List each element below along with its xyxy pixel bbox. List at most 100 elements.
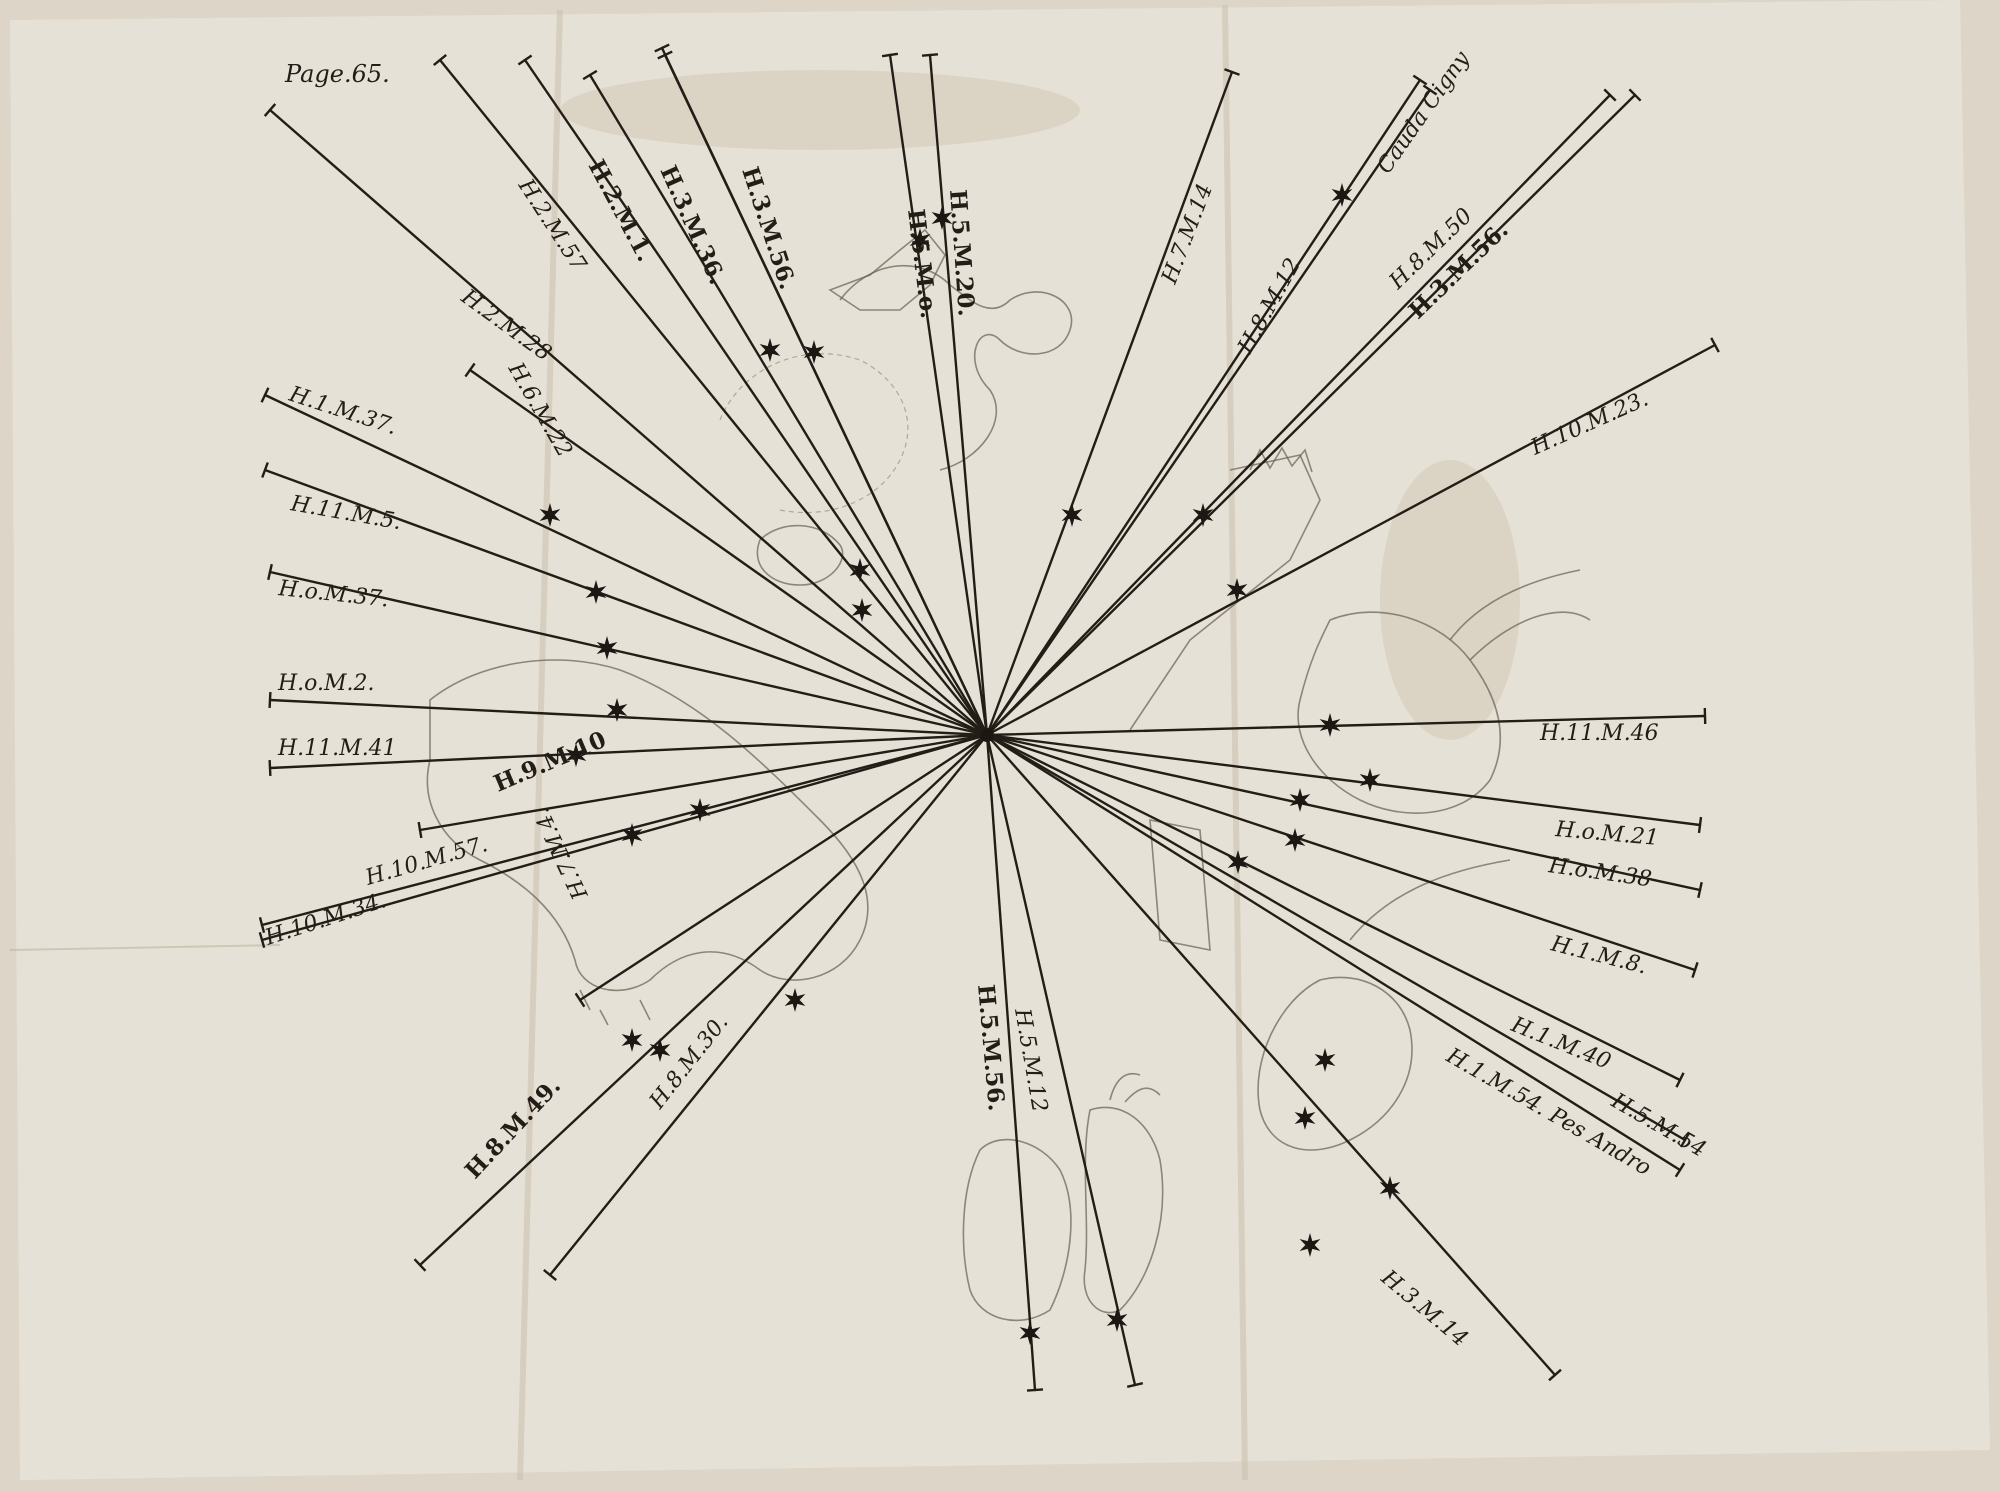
star-icon	[931, 206, 953, 230]
star-icon	[784, 988, 806, 1012]
star-icon	[849, 558, 871, 582]
ray-end-tick	[268, 691, 272, 709]
cepheus-crown	[1249, 446, 1313, 473]
ray-end-tick	[258, 916, 266, 934]
star-icon	[689, 798, 711, 822]
ray-end-tick	[258, 931, 266, 949]
ray-end-tick	[1675, 1072, 1685, 1088]
ray-end-tick	[517, 54, 533, 66]
hour-ray	[985, 733, 1682, 1172]
hour-ray	[928, 53, 989, 737]
dragon-head	[828, 228, 946, 311]
pole-center	[980, 728, 994, 742]
star-icon	[621, 1028, 643, 1052]
cassiopeia-wing	[1449, 569, 1591, 661]
hour-ray	[888, 53, 989, 737]
star-icon	[565, 743, 587, 767]
ray-end-tick	[1679, 1132, 1691, 1148]
star-icon	[759, 338, 781, 362]
hour-ray	[268, 570, 989, 737]
star-markers	[539, 183, 1401, 1345]
ray-end-tick	[1710, 337, 1720, 353]
hour-ray	[263, 393, 989, 737]
ray-end-tick	[1603, 88, 1617, 102]
hour-ray	[985, 93, 1637, 737]
hour-ray	[985, 733, 1687, 1142]
hour-ray	[985, 78, 1422, 737]
star-icon	[596, 636, 618, 660]
ray-end-tick	[654, 43, 670, 53]
ray-end-tick	[921, 53, 939, 57]
ray-end-tick	[268, 759, 272, 777]
ray-end-tick	[574, 992, 586, 1008]
star-icon	[585, 580, 607, 604]
ray-end-tick	[413, 1258, 427, 1272]
star-icon	[1284, 828, 1306, 852]
hour-ray	[985, 88, 1432, 737]
star-icon	[1331, 183, 1353, 207]
ray-end-tick	[1674, 1162, 1686, 1178]
ray-end-tick	[1548, 1368, 1562, 1382]
hour-ray	[418, 733, 989, 832]
fold-line	[517, 9, 563, 1481]
hour-ray	[418, 733, 989, 1267]
fold-line	[9, 944, 281, 951]
ray-label: H.o.M.2.	[277, 671, 375, 696]
ray-end-tick	[657, 50, 673, 60]
water-stain	[560, 70, 1080, 150]
star-icon	[1192, 503, 1214, 527]
hour-ray	[985, 733, 1702, 827]
ray-end-tick	[881, 52, 899, 58]
ray-label: H.11.M.46	[1539, 721, 1659, 746]
hour-ray	[268, 698, 989, 737]
hour-ray	[985, 733, 1702, 892]
star-icon	[649, 1038, 671, 1062]
star-icon	[606, 698, 628, 722]
hour-ray	[438, 58, 989, 737]
ray-end-tick	[1224, 68, 1240, 76]
hour-ray	[985, 714, 1707, 737]
hour-ray	[548, 733, 989, 1277]
bear-head	[756, 524, 844, 586]
hour-ray	[588, 73, 989, 737]
hour-ray	[523, 58, 989, 737]
water-stain-2	[1380, 460, 1520, 740]
cepheus-figure	[1129, 454, 1321, 731]
ray-end-tick	[1422, 84, 1438, 96]
constellation-figures	[426, 228, 1591, 1322]
hour-ray	[260, 733, 989, 942]
ray-end-tick	[1126, 1382, 1144, 1388]
ray-label: H.11.M.41	[277, 736, 397, 761]
auriga-figure	[962, 1138, 1072, 1322]
ray-end-tick	[261, 462, 269, 478]
ray-end-tick	[543, 1269, 557, 1281]
ray-end-tick	[267, 563, 273, 581]
hour-ray	[985, 733, 1137, 1387]
bear-paws	[579, 989, 651, 1026]
star-icon	[1314, 1048, 1336, 1072]
star-icon	[1299, 1233, 1321, 1257]
star-icon	[1227, 850, 1249, 874]
hour-rays	[258, 43, 1720, 1392]
hour-ray	[985, 733, 1557, 1377]
ray-end-tick	[464, 362, 476, 378]
chair-figure	[1149, 819, 1211, 951]
hour-ray	[268, 733, 989, 770]
ray-end-tick	[1697, 816, 1703, 834]
bear-figure-upper	[719, 353, 909, 514]
star-icon	[1379, 1176, 1401, 1200]
hour-ray	[468, 368, 989, 737]
star-icon	[1294, 1106, 1316, 1130]
cassiopeia-figure	[1297, 611, 1502, 814]
ray-end-tick	[582, 69, 598, 81]
star-icon	[1359, 768, 1381, 792]
ray-end-tick	[263, 103, 277, 117]
hour-ray	[985, 343, 1717, 737]
ray-end-tick	[1691, 962, 1699, 978]
ray-end-tick	[1412, 74, 1428, 86]
hour-ray	[578, 733, 989, 1002]
hour-ray	[268, 108, 989, 737]
ray-end-tick	[417, 821, 423, 839]
great-bear-figure	[426, 659, 869, 992]
